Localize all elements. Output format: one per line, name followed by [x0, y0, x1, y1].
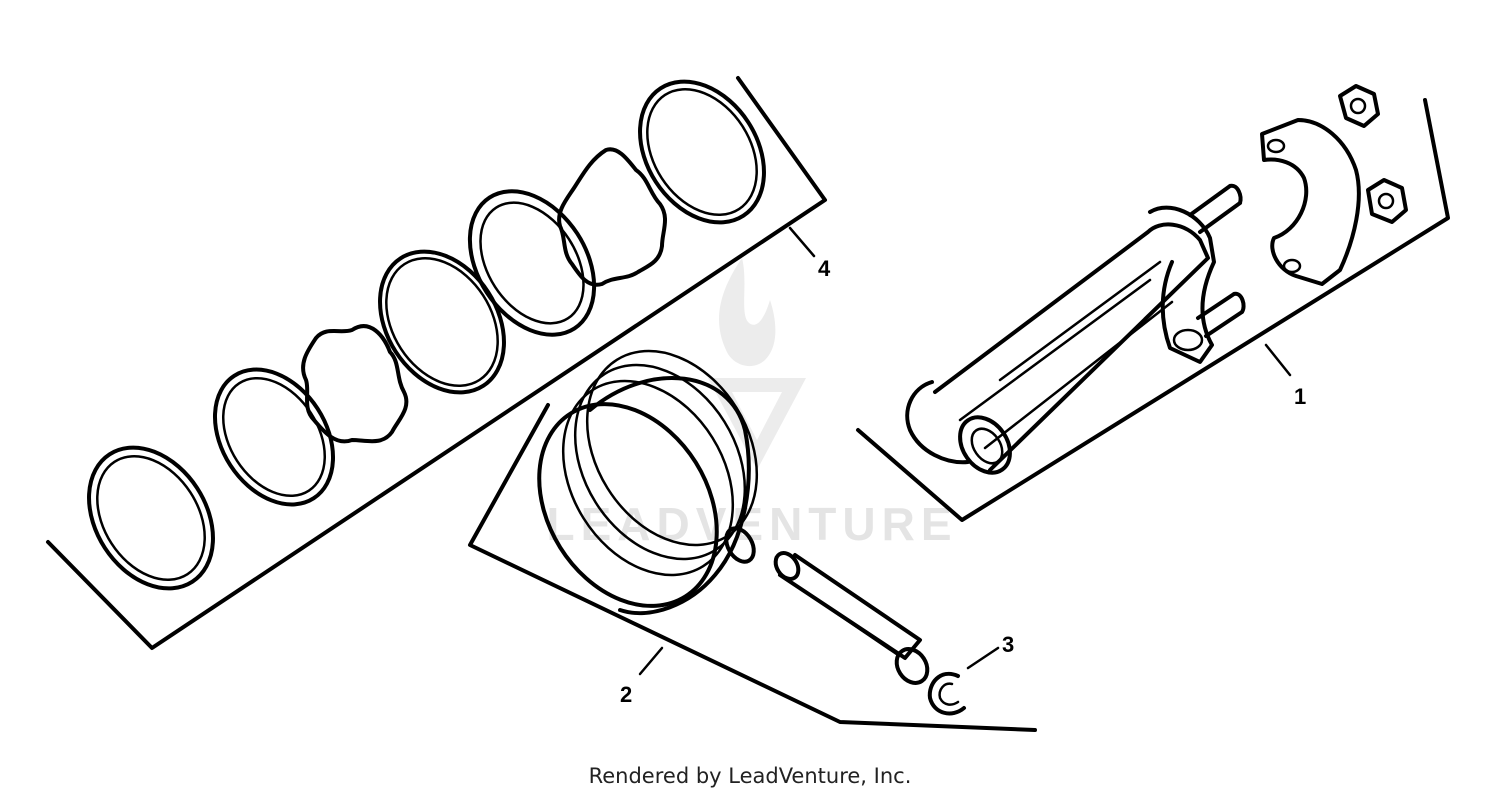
- callout-1: 1: [1294, 384, 1306, 409]
- piston: [537, 349, 759, 616]
- oil-ring-rail-1: [378, 249, 506, 395]
- rod-bracket: [856, 98, 1450, 522]
- rod-cap: [1260, 118, 1361, 286]
- clip-leader: [966, 646, 1000, 670]
- callout-3: 3: [1002, 632, 1014, 657]
- oil-ring-expander-2: [557, 147, 668, 287]
- watermark-logo: [708, 258, 806, 470]
- connecting-rod: [905, 183, 1246, 475]
- footer-credit: Rendered by LeadVenture, Inc.: [588, 764, 912, 788]
- compression-ring-1: [87, 445, 215, 591]
- rod-nut-upper: [1338, 84, 1380, 128]
- piston-leader: [638, 646, 664, 676]
- oil-ring-expander-1: [301, 324, 409, 444]
- rod-nut-lower: [1366, 178, 1408, 224]
- oil-ring-rail-2: [467, 189, 597, 337]
- piston-pin-bore: [724, 526, 756, 564]
- ring-set-bracket: [46, 76, 827, 650]
- callout-2: 2: [620, 682, 632, 707]
- callout-4: 4: [818, 256, 831, 281]
- piston-pin: [773, 551, 930, 685]
- rod-leader: [1264, 343, 1292, 377]
- rod-bolt-lower: [1196, 291, 1246, 338]
- watermark-text: LEADVENTURE: [546, 498, 957, 550]
- retaining-clip: 3: [927, 632, 1014, 716]
- ring-set-leader: [788, 226, 816, 258]
- piston-bracket: [468, 403, 1037, 732]
- piston-ring-set: 4: [46, 76, 831, 650]
- compression-ring-3: [638, 79, 766, 225]
- watermark: LEADVENTURE: [546, 258, 957, 550]
- rod-bolt-upper: [1188, 183, 1243, 234]
- connecting-rod-assembly: 1: [856, 84, 1450, 522]
- piston-assembly: 2: [468, 349, 1037, 732]
